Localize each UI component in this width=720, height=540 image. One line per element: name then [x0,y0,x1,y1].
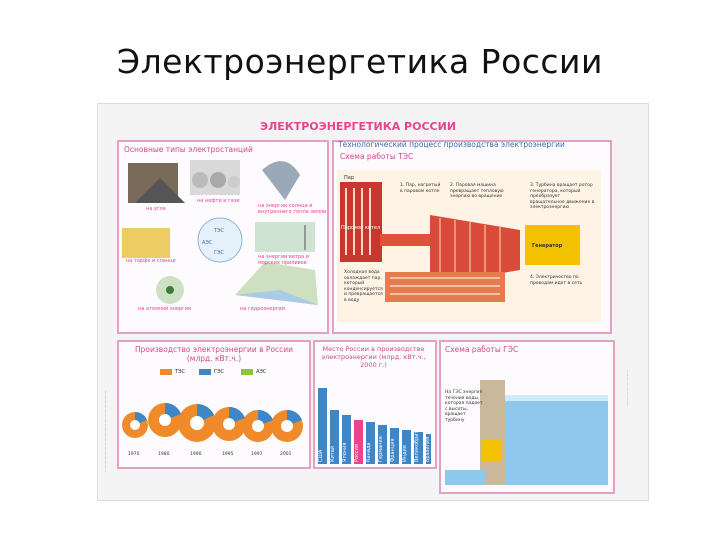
poster-title: ЭЛЕКТРОЭНЕРГЕТИКА РОССИИ [260,120,457,133]
year-1980: 1980 [158,452,170,457]
step3-note: 3. Турбина вращает ротор генератора, кот… [530,183,595,210]
country-label: Россия [354,444,360,462]
types-header: Основные типы электростанций [124,145,253,154]
type-peat-label: на торфе и сланце [126,258,176,264]
step4-note: 4. Электричество по проводам идет в сеть [530,275,583,286]
type-wind-label: на энергии ветра и морских приливов [258,254,309,266]
poster-right-caption: ............................. [626,370,631,407]
type-oil-label: на нефти и газе [197,198,240,204]
legend-ges: ГЭС [214,369,225,375]
country-label: Япония [342,443,348,462]
country-label: США [318,449,324,462]
year-1995: 1995 [222,452,234,457]
boiler-label: Паровой котел [341,225,381,231]
country-label: Китай [329,446,336,462]
step2-note: 2. Паровая машина превращает тепловую эн… [450,183,504,199]
production-panel [117,340,311,469]
type-hydro-label: на гидроэнергии [240,306,285,312]
place-header: Место России в производстве электроэнерг… [321,345,426,369]
cooling-note: Холодная вода охлаждает пар, который кон… [344,270,383,303]
steam-label: Пар [344,175,354,181]
legend-tes: ТЭС [175,369,186,375]
generator-label: Генератор [532,243,563,249]
year-1997: 1997 [251,452,263,457]
center-tes-label: ТЭС [214,228,225,234]
country-label: Германия [378,436,384,462]
type-atom-label: на атомной энергии [138,306,192,312]
ges-note: На ГЭС энергия течения воды, которая пад… [445,390,483,423]
year-1970: 1970 [128,452,140,457]
process-header: Технологический процесс производства эле… [338,140,565,149]
country-label: Франция [390,439,396,462]
country-label: Индия [402,445,408,462]
year-2001: 2001 [280,452,292,457]
production-header: Производство электроэнергии в России (мл… [134,345,294,363]
step1-note: 1. Пар, нагретый в паровом котле [400,183,441,194]
center-ges-label: ГЭС [214,250,225,256]
slide-title: Электроэнергетика России [117,42,603,81]
legend-aes: АЭС [256,369,267,375]
tes-scheme-header: Схема работы ТЭС [340,152,414,161]
country-label: Бразилия [425,437,431,462]
year-1990: 1990 [190,452,202,457]
type-solar-label: на энергии солнца и внутреннего тепла зе… [258,203,327,215]
country-label: Великобритания [414,418,420,462]
center-aes-label: АЭС [202,240,213,246]
country-label: Канада [366,443,372,462]
type-coal-label: на угле [146,206,166,212]
ges-scheme-header: Схема работы ГЭС [445,345,519,354]
